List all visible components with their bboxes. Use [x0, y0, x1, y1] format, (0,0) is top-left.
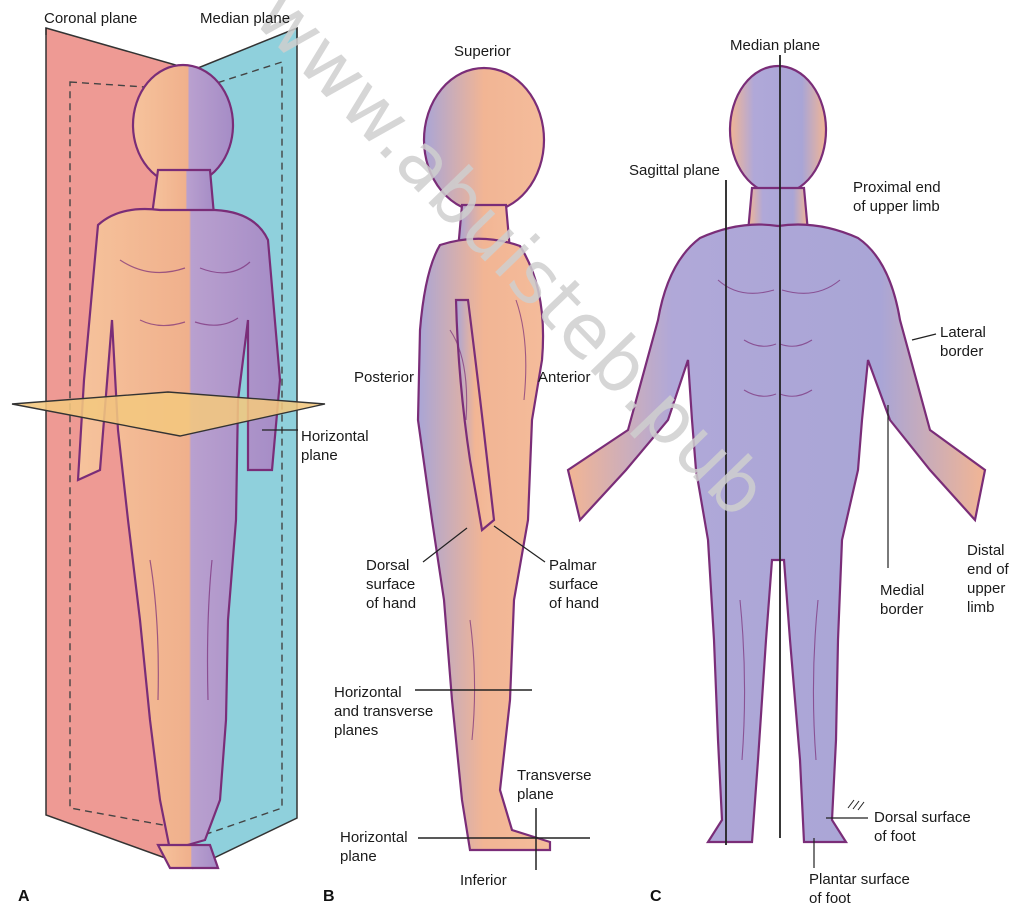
label-palmar-surface-of-hand: Palmar surface of hand — [549, 556, 599, 613]
label-superior: Superior — [454, 42, 511, 61]
dorsal-foot-hatch — [848, 800, 864, 810]
label-proximal-end-of-upper-limb: Proximal end of upper limb — [853, 178, 941, 216]
label-dorsal-surface-of-foot: Dorsal surface of foot — [874, 808, 971, 846]
label-posterior: Posterior — [354, 368, 414, 387]
panel-a-figure — [12, 28, 325, 868]
label-horizontal-plane-a: Horizontal plane — [301, 427, 369, 465]
label-plantar-surface-of-foot: Plantar surface of foot — [809, 870, 910, 908]
panel-label-b: B — [323, 888, 335, 906]
label-median-plane-c: Median plane — [730, 36, 820, 55]
label-horizontal-transverse-planes: Horizontal and transverse planes — [334, 683, 433, 740]
label-sagittal-plane: Sagittal plane — [629, 161, 720, 180]
label-medial-border: Medial border — [880, 581, 924, 619]
label-anterior: Anterior — [538, 368, 591, 387]
label-median-plane-a: Median plane — [200, 9, 290, 28]
panel-label-a: A — [18, 888, 30, 906]
label-horizontal-plane-b: Horizontal plane — [340, 828, 408, 866]
label-dorsal-surface-of-hand: Dorsal surface of hand — [366, 556, 416, 613]
label-inferior: Inferior — [460, 871, 507, 890]
label-lateral-border: Lateral border — [940, 323, 986, 361]
label-distal-end-of-upper-limb: Distal end of upper limb — [967, 541, 1009, 617]
panel-label-c: C — [650, 888, 662, 906]
label-coronal-plane: Coronal plane — [44, 9, 137, 28]
lateral-border-leader — [912, 334, 936, 340]
label-transverse-plane: Transverse plane — [517, 766, 591, 804]
